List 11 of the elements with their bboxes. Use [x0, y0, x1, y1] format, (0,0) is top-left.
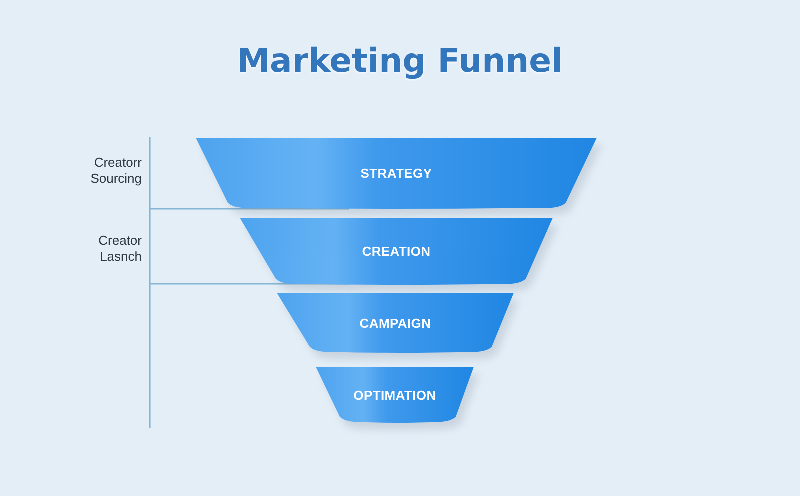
funnel-stage: [316, 367, 474, 423]
funnel-stage: [196, 138, 597, 209]
stage-label: STRATEGY: [360, 166, 432, 181]
section-label: Creator Lasnch: [98, 233, 142, 265]
title: Marketing Funnel: [237, 42, 563, 80]
funnel-stage: [277, 293, 514, 353]
stage-label: CREATION: [362, 244, 431, 259]
funnel-stage: [240, 218, 553, 285]
stage-label: OPTIMATION: [354, 388, 436, 402]
stage-label: CAMPAIGN: [360, 316, 432, 330]
section-label: Creatorr Sourcing: [90, 155, 142, 187]
